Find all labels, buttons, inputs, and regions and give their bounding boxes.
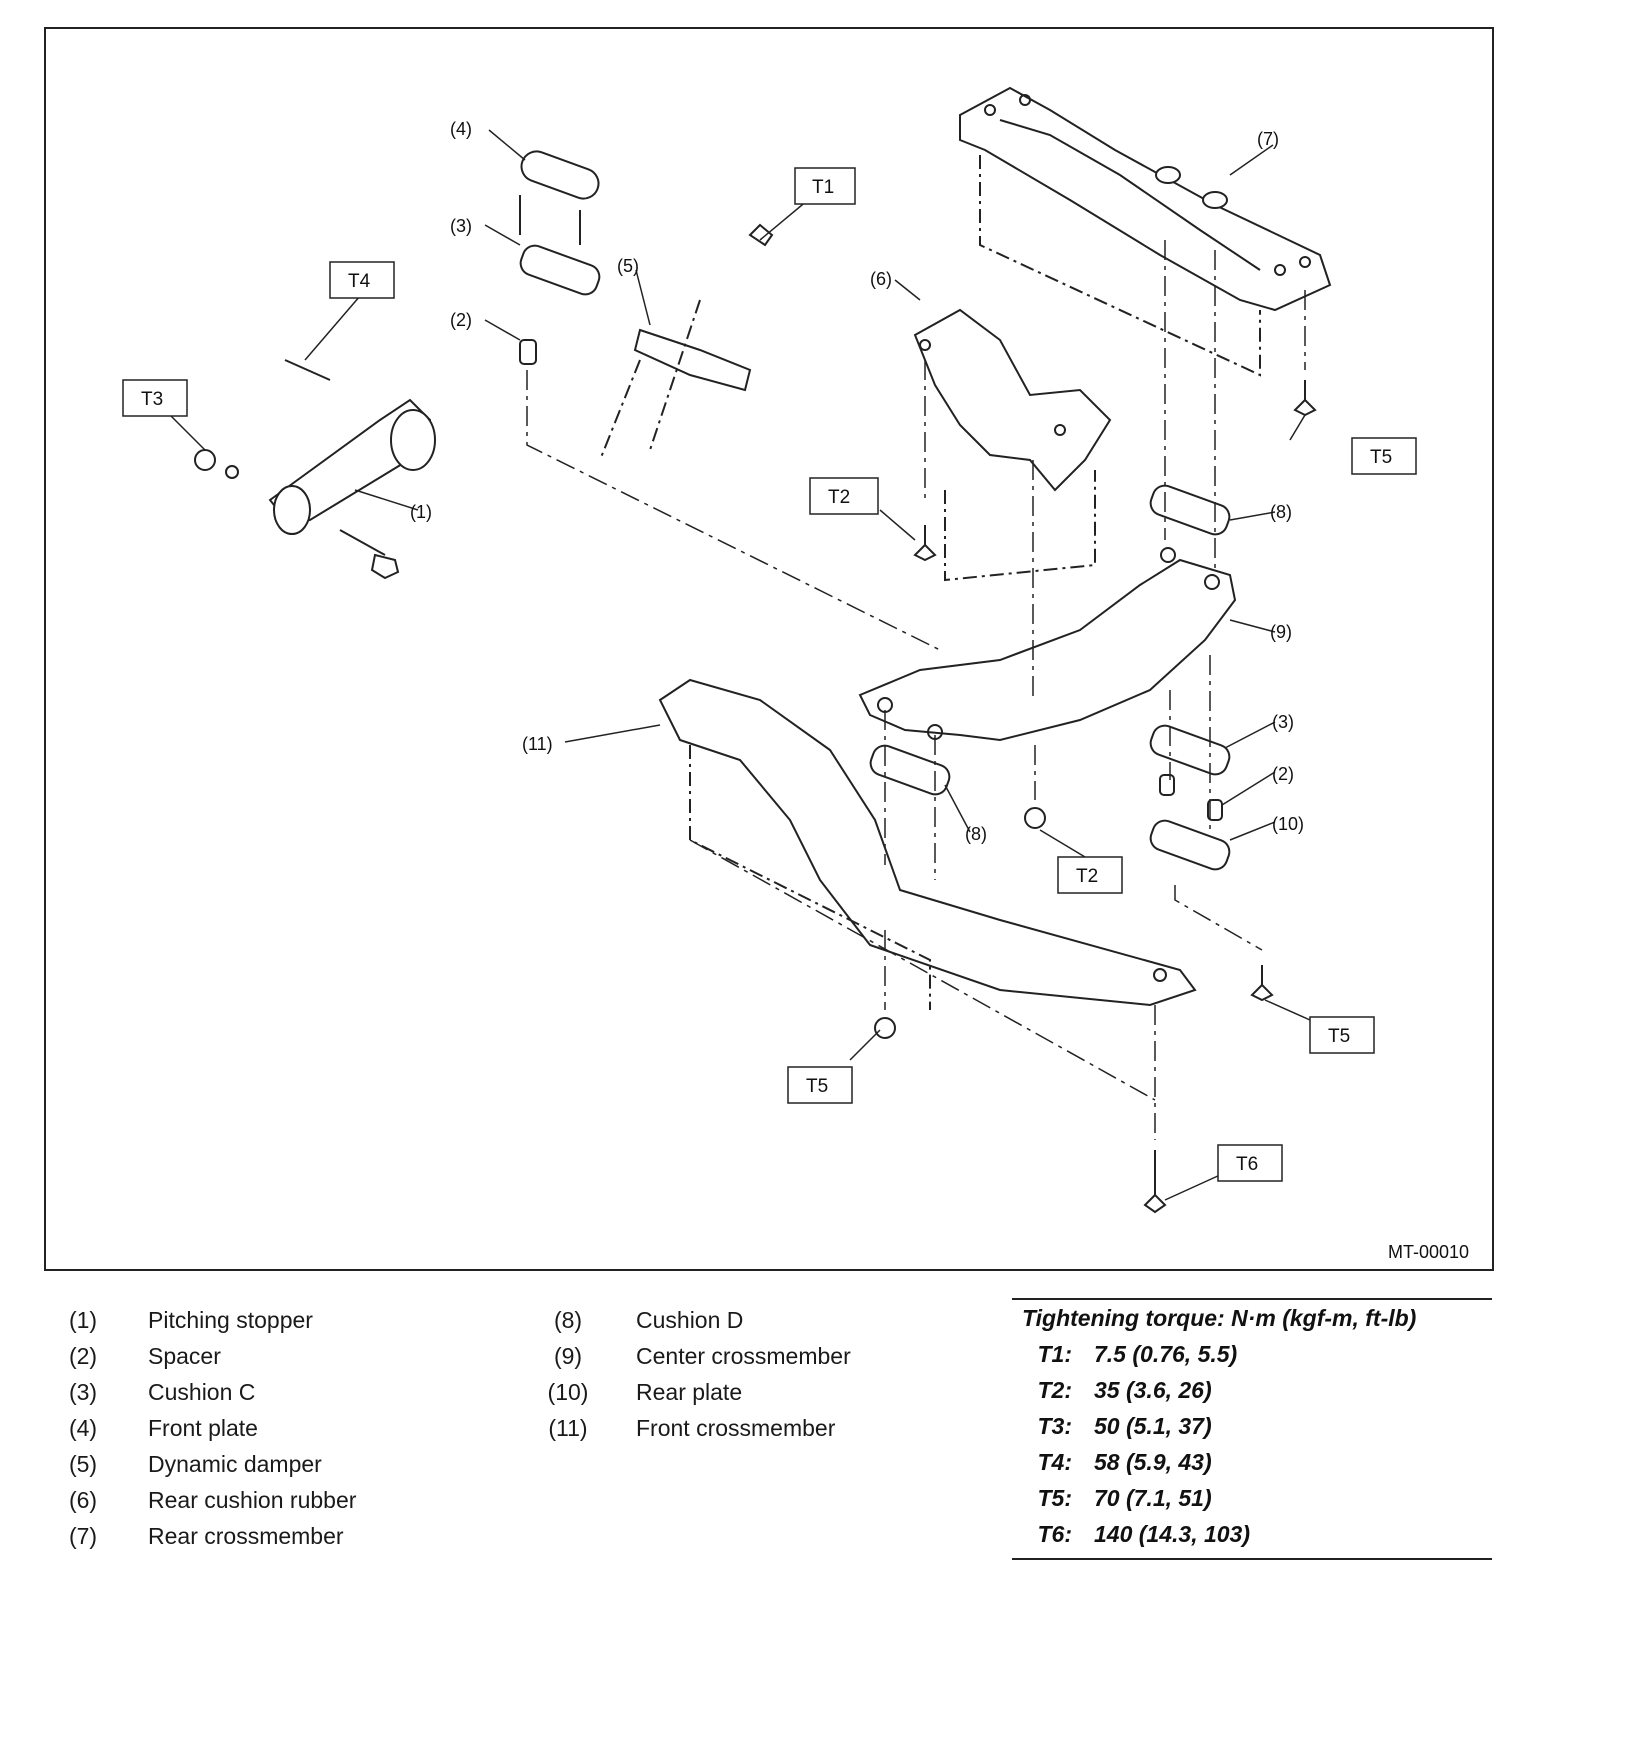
torque-tag-t6: T6 xyxy=(1217,1144,1283,1182)
torque-tag-t3: T3 xyxy=(122,379,188,417)
callout-1: (1) xyxy=(410,502,432,522)
legend-item: (3)Cushion C xyxy=(68,1379,256,1405)
callout-7: (7) xyxy=(1257,129,1279,149)
figure-code: MT-00010 xyxy=(1388,1242,1469,1262)
rear-crossmember-drawing xyxy=(959,86,1332,377)
callout-5: (5) xyxy=(617,256,639,276)
svg-text:T5: T5 xyxy=(1370,447,1392,468)
parts-legend-column-1: (1)Pitching stopper (2)Spacer (3)Cushion… xyxy=(58,1302,356,1554)
rear-cushion-rubber-drawing xyxy=(913,308,1112,582)
torque-tag-t5: T5 xyxy=(787,1066,853,1104)
callout-6: (6) xyxy=(870,269,892,289)
leader-lines xyxy=(164,129,1311,1201)
svg-text:T1: T1 xyxy=(812,177,834,198)
torque-tag-t2: T2 xyxy=(1057,856,1123,894)
exploded-parts-diagram: (4) (3) (2) (5) (6) (7) (1) (8) (9) (3) … xyxy=(44,27,1494,1271)
center-crossmember-drawing xyxy=(858,547,1237,742)
legend-item: (5)Dynamic damper xyxy=(68,1451,322,1477)
assembly-center-lines xyxy=(526,240,1306,1140)
torque-row: T3:50 (5.1, 37) xyxy=(1037,1413,1212,1439)
legend-item: (10)Rear plate xyxy=(547,1379,743,1405)
callout-2: (2) xyxy=(450,310,472,330)
torque-heading: Tightening torque: N·m (kgf-m, ft-lb) xyxy=(1022,1305,1417,1331)
fasteners-drawing xyxy=(194,195,1317,1214)
callout-4: (4) xyxy=(450,119,472,139)
torque-tag-t5: T5 xyxy=(1351,437,1417,475)
torque-row: T1:7.5 (0.76, 5.5) xyxy=(1037,1341,1238,1367)
torque-tag-t1: T1 xyxy=(794,167,856,205)
legend-item: (9)Center crossmember xyxy=(553,1343,851,1369)
legend-item: (4)Front plate xyxy=(68,1415,258,1441)
torque-row: T4:58 (5.9, 43) xyxy=(1037,1449,1212,1475)
callout-9: (9) xyxy=(1270,622,1292,642)
callout-3: (3) xyxy=(1272,712,1294,732)
svg-text:T5: T5 xyxy=(1328,1026,1350,1047)
torque-row: T2:35 (3.6, 26) xyxy=(1037,1377,1212,1403)
svg-text:T3: T3 xyxy=(141,389,163,410)
plates-and-cushions-drawing xyxy=(519,150,1231,871)
svg-text:T4: T4 xyxy=(348,271,371,292)
legend-item: (8)Cushion D xyxy=(553,1307,744,1333)
tightening-torque-table: Tightening torque: N·m (kgf-m, ft-lb) T1… xyxy=(1012,1298,1492,1560)
legend-item: (1)Pitching stopper xyxy=(68,1307,313,1333)
legend-item: (11)Front crossmember xyxy=(548,1415,836,1441)
svg-text:T2: T2 xyxy=(1076,866,1098,887)
torque-tag-t5: T5 xyxy=(1309,1016,1375,1054)
legend-item: (7)Rear crossmember xyxy=(68,1523,344,1549)
front-crossmember-drawing xyxy=(658,678,1197,1010)
diagram-frame xyxy=(44,27,1494,1271)
torque-row: T5:70 (7.1, 51) xyxy=(1037,1485,1212,1511)
callout-11: (11) xyxy=(522,734,553,754)
svg-text:T5: T5 xyxy=(806,1076,828,1097)
dynamic-damper-drawing xyxy=(599,299,752,461)
callout-3: (3) xyxy=(450,216,472,236)
callout-8: (8) xyxy=(1270,502,1292,522)
svg-text:T6: T6 xyxy=(1236,1154,1258,1175)
parts-legend-column-2: (8)Cushion D (9)Center crossmember (10)R… xyxy=(540,1302,851,1446)
legend-item: (6)Rear cushion rubber xyxy=(68,1487,357,1513)
callout-2: (2) xyxy=(1272,764,1294,784)
legend-item: (2)Spacer xyxy=(68,1343,221,1369)
callout-10: (10) xyxy=(1272,814,1304,834)
torque-tag-t2: T2 xyxy=(809,477,879,515)
pitching-stopper-drawing xyxy=(268,359,436,556)
svg-text:T2: T2 xyxy=(828,487,850,508)
torque-tag-t4: T4 xyxy=(329,261,395,299)
callout-8: (8) xyxy=(965,824,987,844)
torque-row: T6:140 (14.3, 103) xyxy=(1037,1521,1251,1547)
